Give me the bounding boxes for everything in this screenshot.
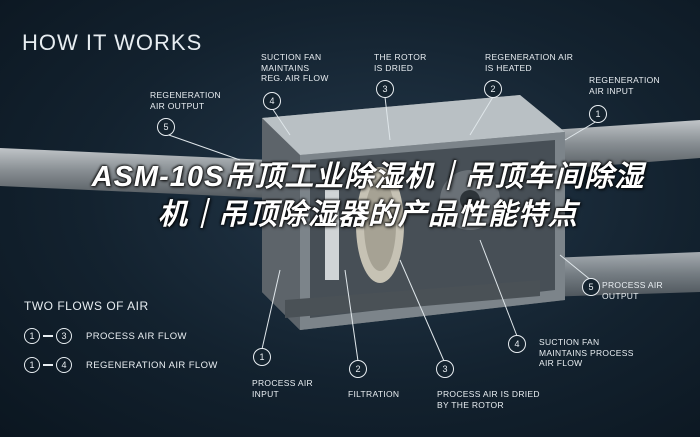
legend-title: TWO FLOWS OF AIR bbox=[24, 299, 149, 313]
callout-badge-top-3: 3 bbox=[376, 80, 394, 98]
callout-badge-top-1: 1 bbox=[589, 105, 607, 123]
callout-badge-bottom-2: 2 bbox=[349, 360, 367, 378]
callout-badge-top-2: 2 bbox=[484, 80, 502, 98]
legend-dash bbox=[43, 335, 53, 337]
unit-body bbox=[262, 95, 565, 330]
callout-badge-top-5: 5 bbox=[157, 118, 175, 136]
legend-dash bbox=[43, 364, 53, 366]
left-duct bbox=[0, 148, 270, 198]
page-heading: HOW IT WORKS bbox=[22, 30, 203, 55]
callout-rotor-dried-label: THE ROTOR IS DRIED bbox=[374, 52, 427, 73]
callout-badge-bottom-5: 5 bbox=[582, 278, 600, 296]
callout-process-air-dried-label: PROCESS AIR IS DRIED BY THE ROTOR bbox=[437, 389, 540, 410]
callout-badge-top-4: 4 bbox=[263, 92, 281, 110]
bottom-leader-lines bbox=[261, 239, 593, 362]
callout-filtration-label: FILTRATION bbox=[348, 389, 400, 399]
callout-process-air-input-label: PROCESS AIR INPUT bbox=[252, 378, 313, 399]
callout-suction-fan-process-label: SUCTION FAN MAINTAINS PROCESS AIR FLOW bbox=[539, 337, 634, 368]
callout-suction-fan-reg-label: SUCTION FAN MAINTAINS REG. AIR FLOW bbox=[261, 52, 329, 83]
legend-start-badge: 1 bbox=[24, 357, 40, 373]
legend-label: REGENERATION AIR FLOW bbox=[86, 359, 218, 371]
overlay-title: ASM-10S吊顶工业除湿机｜吊顶车间除湿机｜吊顶除湿器的产品性能特点 bbox=[91, 161, 645, 231]
callout-badge-bottom-3: 3 bbox=[436, 360, 454, 378]
legend-end-badge: 4 bbox=[56, 357, 72, 373]
legend-row-regeneration: 1 4 REGENERATION AIR FLOW bbox=[24, 355, 218, 375]
top-leader-lines bbox=[165, 96, 598, 161]
callout-regeneration-input-label: REGENERATION AIR INPUT bbox=[589, 75, 660, 96]
callout-regeneration-air-output-label: REGENERATION AIR OUTPUT bbox=[150, 90, 221, 111]
legend-label: PROCESS AIR FLOW bbox=[86, 330, 187, 342]
callout-badge-bottom-4: 4 bbox=[508, 335, 526, 353]
callout-regeneration-heated-label: REGENERATION AIR IS HEATED bbox=[485, 52, 574, 73]
legend-start-badge: 1 bbox=[24, 328, 40, 344]
legend-row-process: 1 3 PROCESS AIR FLOW bbox=[24, 326, 187, 346]
legend-end-badge: 3 bbox=[56, 328, 72, 344]
callout-badge-bottom-1: 1 bbox=[253, 348, 271, 366]
callout-process-air-output-label: PROCESS AIR OUTPUT bbox=[602, 280, 663, 301]
